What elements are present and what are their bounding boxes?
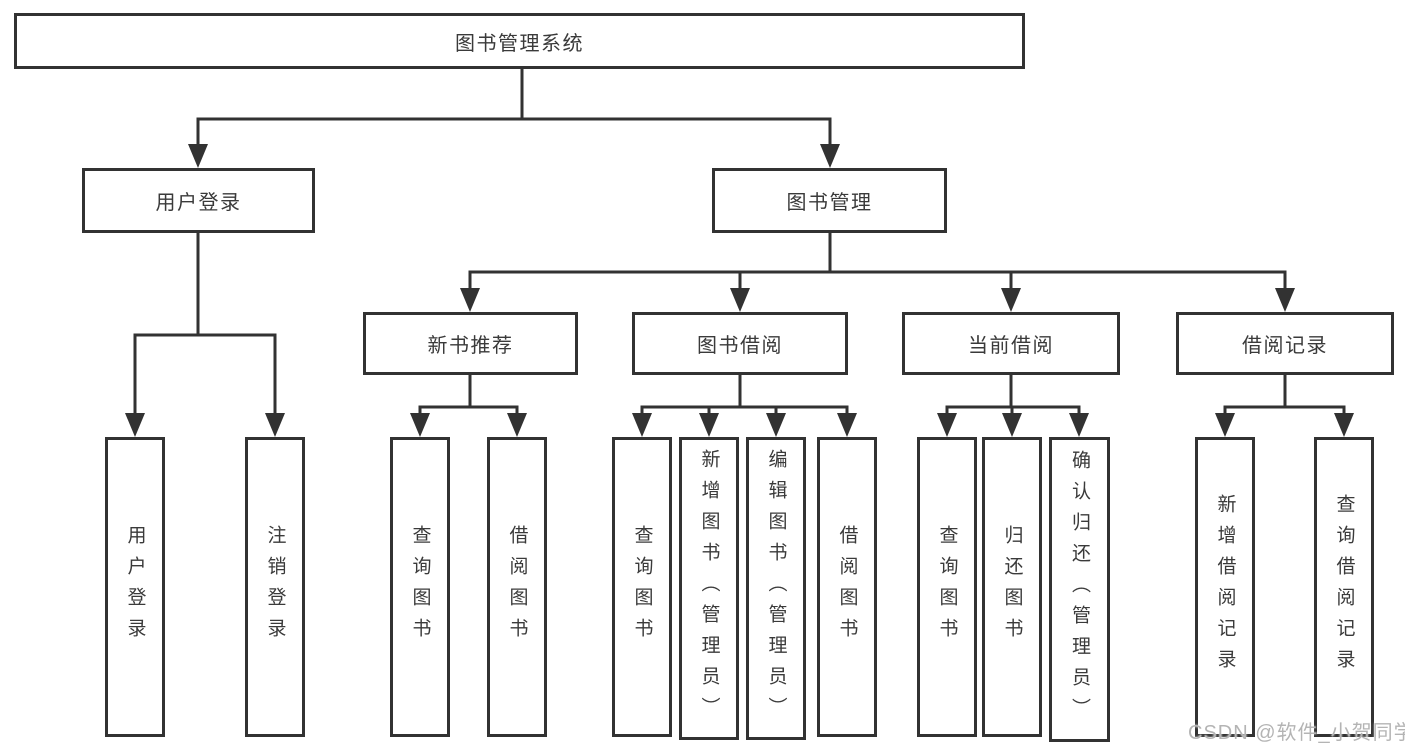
leaf-logout: 注销登录 — [245, 437, 305, 737]
leaf-label: 注销登录 — [264, 525, 286, 649]
leaf-query-borrow-record: 查询借阅记录 — [1314, 437, 1374, 737]
leaf-label: 查询图书 — [409, 525, 431, 649]
leaf-label: 查询图书 — [936, 525, 958, 649]
watermark: CSDN @软件_小贺同学 — [1188, 722, 1405, 744]
leaf-return-books: 归还图书 — [982, 437, 1042, 737]
node-book-borrow: 图书借阅 — [632, 312, 848, 375]
leaf-user-login: 用户登录 — [105, 437, 165, 737]
node-book-management: 图书管理 — [712, 168, 947, 233]
arrowheads — [125, 144, 1354, 437]
leaf-label: 新增图书（管理员） — [698, 449, 720, 728]
leaf-label: 借阅图书 — [836, 525, 858, 649]
leaf-label: 归还图书 — [1001, 525, 1023, 649]
leaf-borrow-books: 借阅图书 — [817, 437, 877, 737]
leaf-edit-books-admin: 编辑图书（管理员） — [746, 437, 806, 740]
node-user-login: 用户登录 — [82, 168, 315, 233]
leaf-add-books-admin: 新增图书（管理员） — [679, 437, 739, 740]
leaf-label: 借阅图书 — [506, 525, 528, 649]
leaf-query-books: 查询图书 — [612, 437, 672, 737]
node-current-borrow: 当前借阅 — [902, 312, 1120, 375]
leaf-label: 查询图书 — [631, 525, 653, 649]
node-library-management-system: 图书管理系统 — [14, 13, 1025, 69]
node-new-book-recommend: 新书推荐 — [363, 312, 578, 375]
leaf-label: 确认归还（管理员） — [1069, 450, 1090, 729]
leaf-query-books: 查询图书 — [390, 437, 450, 737]
leaf-label: 编辑图书（管理员） — [765, 449, 787, 728]
leaf-label: 用户登录 — [124, 525, 146, 649]
leaf-label: 查询借阅记录 — [1333, 494, 1355, 680]
leaf-label: 新增借阅记录 — [1214, 494, 1236, 680]
leaf-confirm-return-admin: 确认归还（管理员） — [1049, 437, 1110, 742]
leaf-borrow-books: 借阅图书 — [487, 437, 547, 737]
leaf-add-borrow-record: 新增借阅记录 — [1195, 437, 1255, 737]
leaf-query-books: 查询图书 — [917, 437, 977, 737]
node-borrow-records: 借阅记录 — [1176, 312, 1394, 375]
